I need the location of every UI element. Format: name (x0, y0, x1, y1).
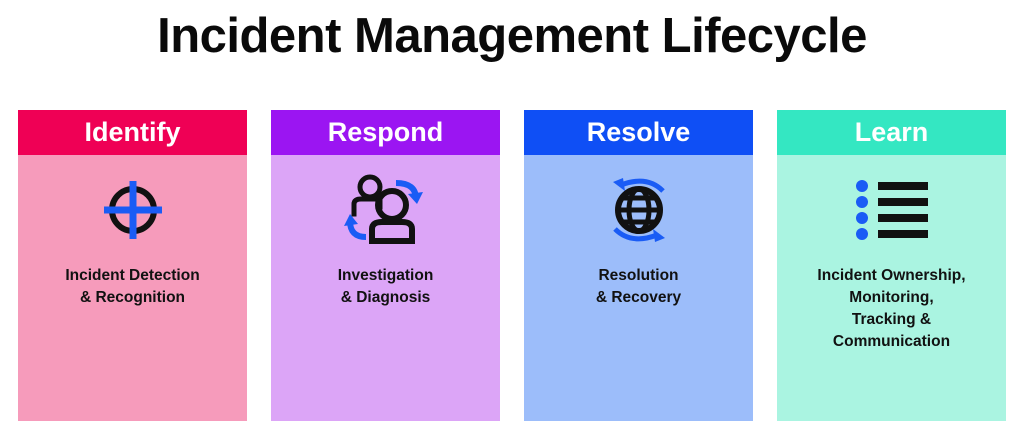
stage-card-row: Identify Incident Detection & Recognitio… (18, 110, 1006, 421)
stage-body-respond: Investigation & Diagnosis (271, 155, 500, 421)
page-title: Incident Management Lifecycle (157, 9, 867, 63)
stage-label-respond: Respond (327, 117, 444, 147)
globe-refresh-icon (599, 155, 679, 265)
stage-body-identify: Incident Detection & Recognition (18, 155, 247, 421)
stage-header-learn: Learn (777, 110, 1006, 155)
stage-label-identify: Identify (84, 117, 181, 147)
stage-caption-resolve: Resolution & Recovery (595, 267, 682, 306)
stage-card-identify[interactable]: Identify Incident Detection & Recognitio… (18, 110, 247, 421)
people-handover-icon (343, 155, 428, 265)
stage-body-resolve: Resolution & Recovery (524, 155, 753, 421)
stage-label-learn: Learn (854, 117, 929, 147)
stage-card-respond[interactable]: Respond Investigation & Diagnosis (271, 110, 500, 421)
bulleted-list-icon (855, 155, 929, 265)
stage-header-respond: Respond (271, 110, 500, 155)
stage-card-learn[interactable]: Learn Incident Ownership, Monitori (777, 110, 1006, 421)
stage-card-resolve[interactable]: Resolve Resolution & (524, 110, 753, 421)
stage-header-resolve: Resolve (524, 110, 753, 155)
crosshair-target-icon (96, 155, 170, 265)
stage-body-learn: Incident Ownership, Monitoring, Tracking… (777, 155, 1006, 421)
stage-caption-identify: Incident Detection & Recognition (65, 267, 200, 306)
stage-label-resolve: Resolve (586, 117, 691, 147)
stage-header-identify: Identify (18, 110, 247, 155)
stage-caption-learn: Incident Ownership, Monitoring, Tracking… (817, 267, 966, 350)
stage-caption-respond: Investigation & Diagnosis (337, 267, 434, 306)
